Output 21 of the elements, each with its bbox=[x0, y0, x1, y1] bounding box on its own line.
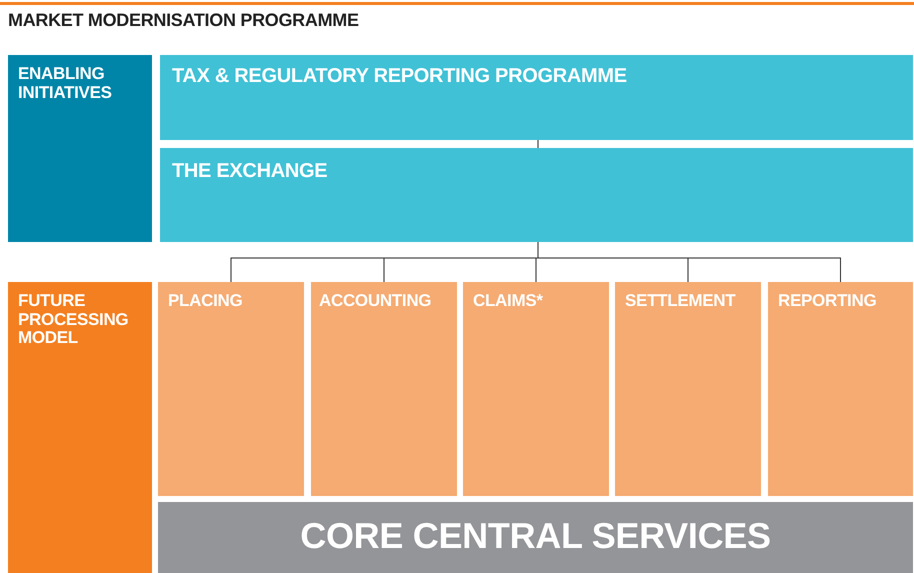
node-label: CLAIMS* bbox=[473, 292, 544, 311]
node-label: FUTURE PROCESSING MODEL bbox=[18, 292, 130, 348]
process-box bbox=[158, 282, 304, 496]
node-label: SETTLEMENT bbox=[625, 292, 736, 311]
category-panel bbox=[8, 282, 152, 573]
process-box bbox=[768, 282, 913, 496]
node-label: TAX & REGULATORY REPORTING PROGRAMME bbox=[172, 65, 628, 87]
node-label: REPORTING bbox=[778, 292, 878, 311]
category-panel bbox=[8, 55, 152, 242]
node-label: CORE CENTRAL SERVICES bbox=[299, 516, 772, 556]
programme-box bbox=[160, 148, 913, 242]
services-bar bbox=[158, 502, 913, 573]
diagram-title: MARKET MODERNISATION PROGRAMME bbox=[8, 10, 359, 31]
process-box bbox=[311, 282, 457, 496]
node-label: ACCOUNTING bbox=[319, 292, 432, 311]
programme-box bbox=[160, 55, 913, 140]
process-box bbox=[463, 282, 609, 496]
process-box bbox=[615, 282, 761, 496]
node-label: THE EXCHANGE bbox=[172, 160, 328, 182]
node-label: ENABLING INITIATIVES bbox=[18, 65, 113, 102]
node-label: PLACING bbox=[168, 292, 244, 311]
